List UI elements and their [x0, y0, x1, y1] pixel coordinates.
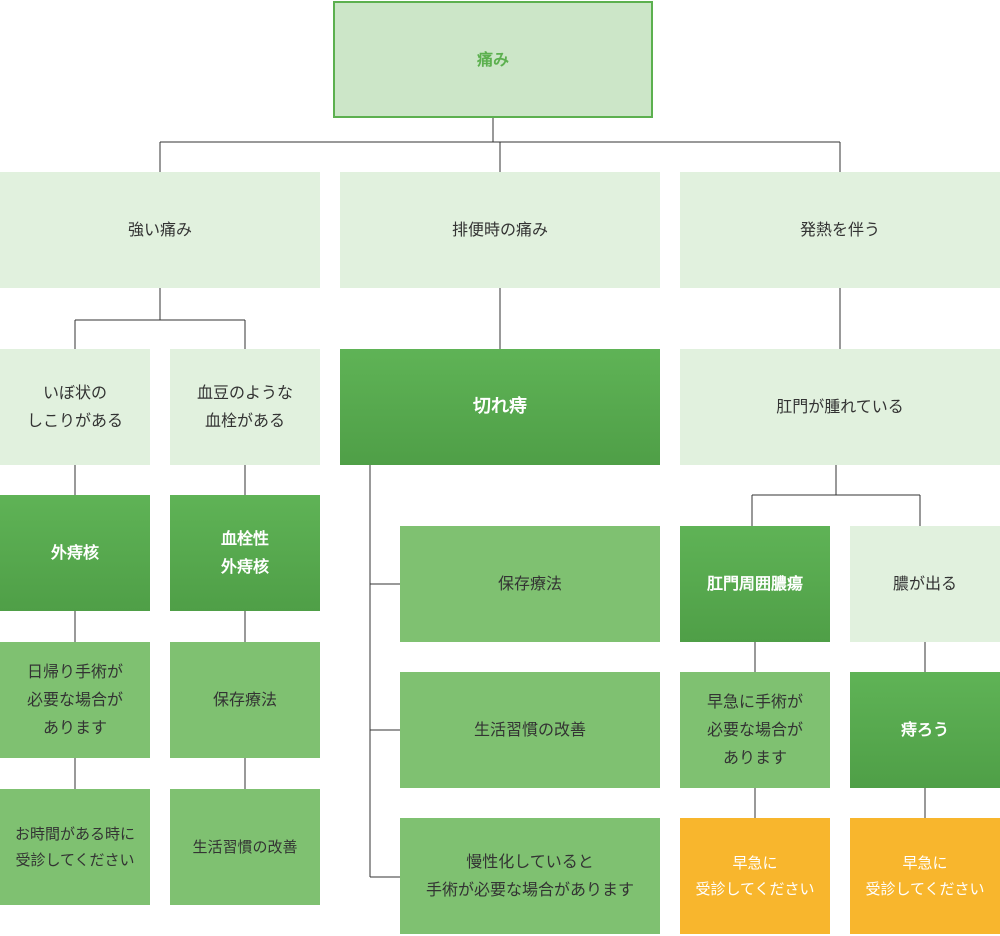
node-pus: 膿が出る: [850, 526, 1000, 642]
node-thrombosed-conservative: 保存療法: [170, 642, 320, 758]
node-abscess-label: 肛門周囲膿瘍: [706, 574, 803, 593]
node-external-hemorrhoid: 外痔核: [0, 495, 150, 611]
node-defecation-pain-label: 排便時の痛み: [451, 220, 548, 239]
node-anal-fissure: 切れ痔: [340, 349, 660, 465]
node-pain: 痛み: [333, 1, 653, 118]
node-pus-label: 膿が出る: [892, 574, 957, 593]
node-fissure-conservative-label: 保存療法: [497, 574, 562, 593]
node-thrombosed-conservative-label: 保存療法: [212, 690, 277, 709]
node-fissure-chronic-label: 慢性化していると 手術が必要な場合があります: [425, 852, 634, 899]
node-blood-bean: 血豆のような 血栓がある: [170, 349, 320, 465]
node-fever: 発熱を伴う: [680, 172, 1000, 288]
node-thrombosed-lifestyle: 生活習慣の改善: [170, 789, 320, 905]
node-urgent-visit-abscess-label: 早急に 受診してください: [695, 853, 815, 898]
node-urgent-surgery: 早急に手術が 必要な場合が あります: [680, 672, 830, 788]
node-fissure-conservative: 保存療法: [400, 526, 660, 642]
node-fever-label: 発熱を伴う: [799, 220, 880, 239]
node-lump-label: いぼ状の しこりがある: [26, 383, 123, 430]
node-defecation-pain: 排便時の痛み: [340, 172, 660, 288]
node-abscess: 肛門周囲膿瘍: [680, 526, 830, 642]
node-urgent-visit-fistula-label: 早急に 受診してください: [865, 853, 985, 898]
node-fistula: 痔ろう: [850, 672, 1000, 788]
node-urgent-surgery-label: 早急に手術が 必要な場合が あります: [706, 692, 803, 767]
node-strong-pain: 強い痛み: [0, 172, 320, 288]
node-thrombosed: 血栓性 外痔核: [170, 495, 320, 611]
node-fissure-lifestyle: 生活習慣の改善: [400, 672, 660, 788]
node-swollen-label: 肛門が腫れている: [776, 397, 904, 416]
node-strong-pain-label: 強い痛み: [127, 220, 192, 239]
node-fissure-chronic: 慢性化していると 手術が必要な場合があります: [400, 818, 660, 934]
node-day-surgery-label: 日帰り手術が 必要な場合が あります: [26, 662, 123, 737]
node-pain-label: 痛み: [476, 49, 509, 69]
node-day-surgery: 日帰り手術が 必要な場合が あります: [0, 642, 150, 758]
node-lump: いぼ状の しこりがある: [0, 349, 150, 465]
node-fissure-lifestyle-label: 生活習慣の改善: [473, 720, 586, 739]
node-thrombosed-label: 血栓性 外痔核: [220, 529, 269, 576]
node-visit-when-time: お時間がある時に 受診してください: [0, 789, 150, 905]
node-swollen: 肛門が腫れている: [680, 349, 1000, 465]
node-anal-fissure-label: 切れ痔: [473, 396, 527, 418]
node-visit-when-time-label: お時間がある時に 受診してください: [14, 824, 135, 869]
node-urgent-visit-fistula: 早急に 受診してください: [850, 818, 1000, 934]
node-external-hemorrhoid-label: 外痔核: [50, 543, 99, 562]
node-thrombosed-lifestyle-label: 生活習慣の改善: [192, 837, 298, 856]
node-fistula-label: 痔ろう: [900, 720, 949, 739]
node-urgent-visit-abscess: 早急に 受診してください: [680, 818, 830, 934]
node-blood-bean-label: 血豆のような 血栓がある: [196, 383, 293, 430]
